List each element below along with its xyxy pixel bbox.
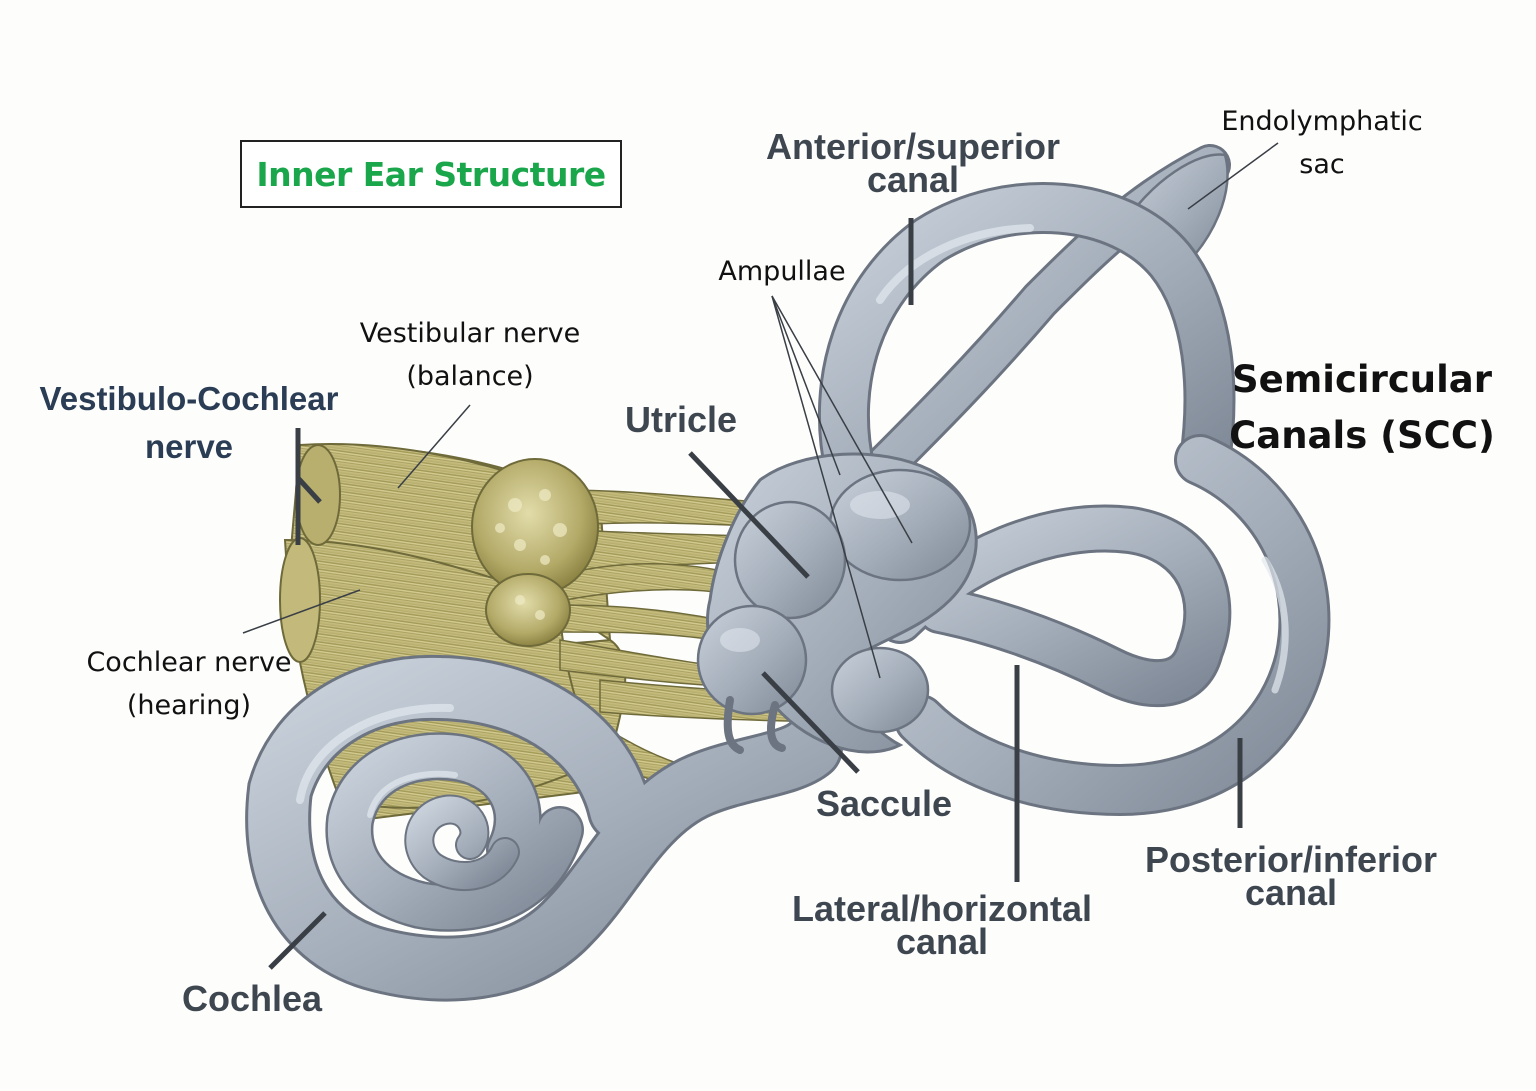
label-saccule: Saccule bbox=[815, 783, 953, 824]
leader-lines bbox=[242, 142, 1279, 970]
label-lateral-horizontal-canal: Lateral/horizontal canal bbox=[791, 888, 1093, 963]
label-vestibular-nerve: Vestibular nerve (balance) bbox=[359, 318, 581, 393]
semicircular-canals-shape bbox=[696, 144, 1331, 817]
label-cochlea: Cochlea bbox=[181, 978, 323, 1019]
label-posterior-inferior-canal: Posterior/inferior canal bbox=[1144, 839, 1438, 914]
label-ampullae: Ampullae bbox=[718, 256, 846, 287]
label-anterior-superior-canal: Anterior/superior canal bbox=[765, 126, 1061, 201]
cochlea-shape bbox=[245, 654, 843, 1002]
label-utricle: Utricle bbox=[624, 399, 738, 440]
label-cochlear-nerve: Cochlear nerve (hearing) bbox=[86, 647, 292, 722]
title-box: Inner Ear Structure bbox=[240, 140, 622, 208]
diagram-title: Inner Ear Structure bbox=[256, 154, 606, 194]
label-vestibulo-cochlear-nerve: Vestibulo-Cochlear nerve bbox=[39, 380, 339, 465]
label-semicircular-canals: Semicircular Canals (SCC) bbox=[1229, 358, 1495, 457]
label-endolymphatic-sac: Endolymphatic sac bbox=[1221, 106, 1423, 181]
